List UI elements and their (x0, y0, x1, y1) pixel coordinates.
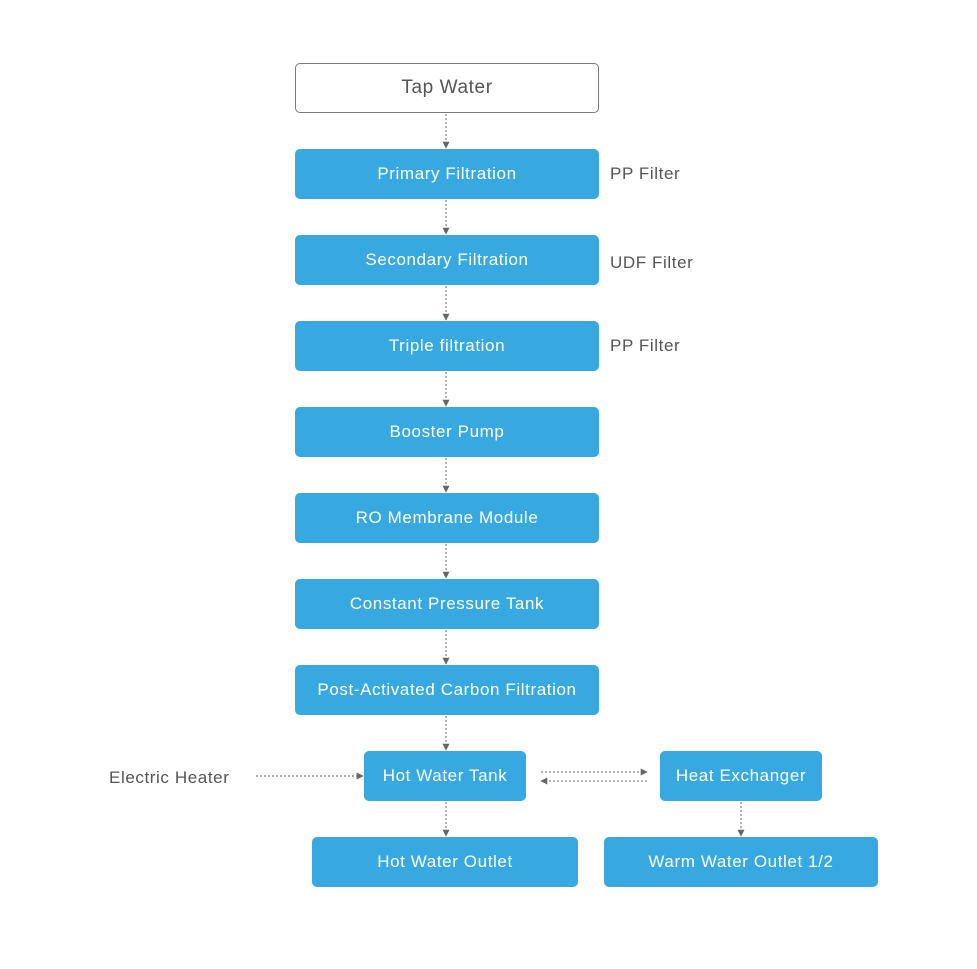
tap-water-label: Tap Water (401, 77, 493, 98)
secondary-filtration-label: Secondary Filtration (365, 250, 529, 269)
primary-filtration-label: Primary Filtration (377, 164, 517, 183)
post-carbon-filtration-node: Post-Activated Carbon Filtration (295, 665, 599, 715)
warm-water-outlet-node: Warm Water Outlet 1/2 (604, 837, 878, 887)
ro-membrane-node: RO Membrane Module (295, 493, 599, 543)
triple-filtration-label: Triple filtration (388, 336, 506, 355)
ro-membrane-label: RO Membrane Module (355, 508, 539, 527)
post-carbon-filtration-label: Post-Activated Carbon Filtration (317, 680, 577, 699)
hot-water-tank-label: Hot Water Tank (382, 766, 508, 785)
heat-exchanger-label: Heat Exchanger (675, 766, 807, 785)
primary-filter-type-label: PP Filter (610, 164, 681, 183)
constant-pressure-tank-label: Constant Pressure Tank (349, 594, 545, 613)
booster-pump-node: Booster Pump (295, 407, 599, 457)
tap-water-node: Tap Water (295, 63, 599, 113)
primary-filtration-node: Primary Filtration (295, 149, 599, 199)
heat-exchanger-node: Heat Exchanger (660, 751, 822, 801)
booster-pump-label: Booster Pump (389, 422, 505, 441)
electric-heater-label: Electric Heater (109, 768, 230, 787)
secondary-filter-type-label: UDF Filter (610, 253, 694, 272)
triple-filtration-node: Triple filtration (295, 321, 599, 371)
constant-pressure-tank-node: Constant Pressure Tank (295, 579, 599, 629)
warm-water-outlet-label: Warm Water Outlet 1/2 (648, 852, 834, 871)
hot-water-tank-node: Hot Water Tank (364, 751, 526, 801)
hot-water-outlet-label: Hot Water Outlet (377, 852, 513, 871)
hot-water-outlet-node: Hot Water Outlet (312, 837, 578, 887)
triple-filter-type-label: PP Filter (610, 336, 681, 355)
secondary-filtration-node: Secondary Filtration (295, 235, 599, 285)
